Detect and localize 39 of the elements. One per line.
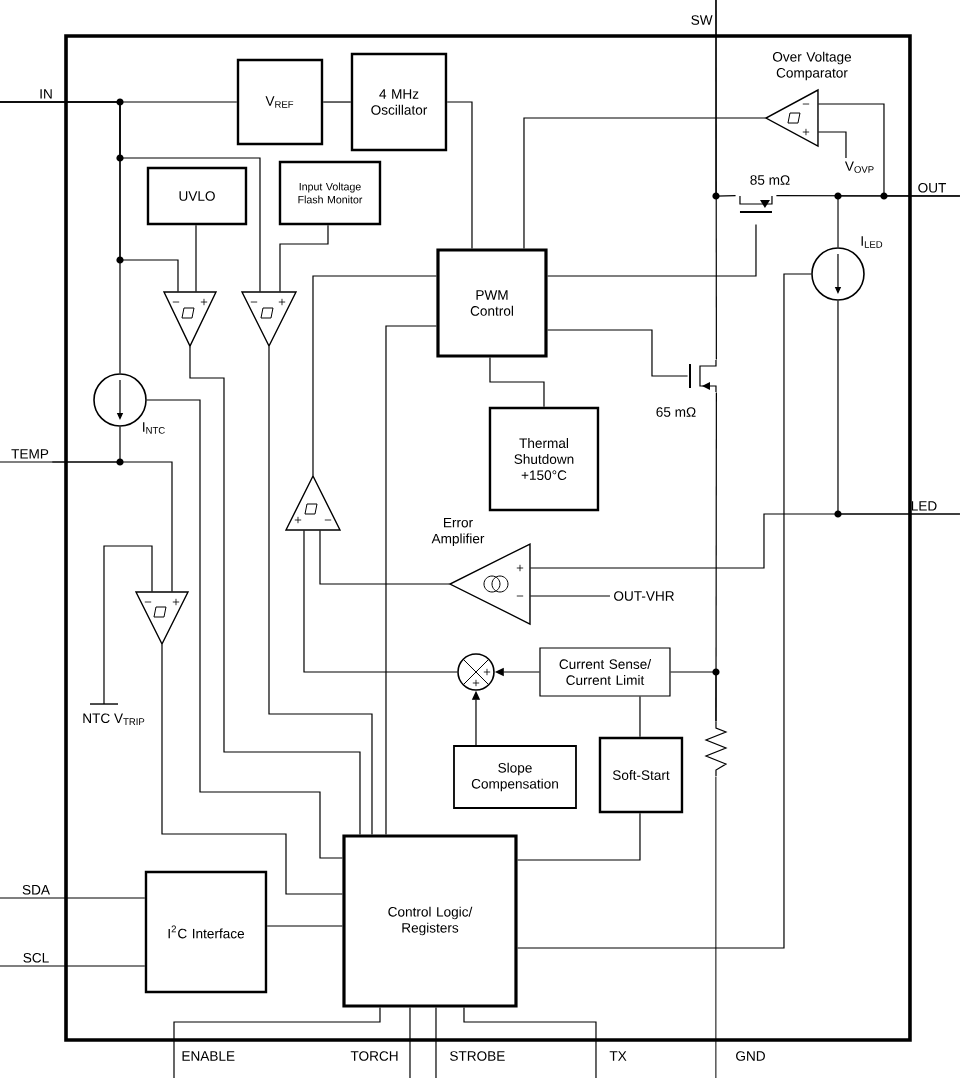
wire xyxy=(715,0,717,361)
wire xyxy=(312,275,437,477)
wire xyxy=(517,273,812,949)
wire xyxy=(189,345,361,835)
wire xyxy=(529,595,611,597)
wire xyxy=(279,224,329,293)
wire xyxy=(639,696,641,738)
wire xyxy=(103,545,153,705)
wire xyxy=(523,117,767,249)
wire xyxy=(435,1007,437,1078)
wire xyxy=(715,775,717,1078)
wire xyxy=(0,101,121,374)
wire xyxy=(319,529,451,585)
wire xyxy=(51,426,121,463)
wire xyxy=(817,131,847,159)
wire xyxy=(547,223,757,277)
summing-junction xyxy=(457,653,495,691)
wire xyxy=(161,643,343,895)
wire xyxy=(303,529,458,673)
wire xyxy=(195,224,197,293)
wire xyxy=(0,461,173,593)
wire xyxy=(446,101,473,249)
wire xyxy=(409,1007,411,1078)
wire xyxy=(463,1007,597,1078)
wire xyxy=(670,671,717,723)
wire xyxy=(385,325,437,835)
wire xyxy=(837,195,960,248)
wire xyxy=(266,925,343,927)
wire xyxy=(489,357,545,408)
resistor-symbol xyxy=(704,721,728,777)
wire xyxy=(0,965,146,967)
wire xyxy=(322,101,352,103)
wire xyxy=(146,399,343,859)
wire xyxy=(0,897,146,899)
wire xyxy=(529,513,960,569)
wire xyxy=(547,329,689,377)
wire xyxy=(268,345,373,835)
wire xyxy=(517,812,641,861)
wire xyxy=(173,1007,381,1078)
